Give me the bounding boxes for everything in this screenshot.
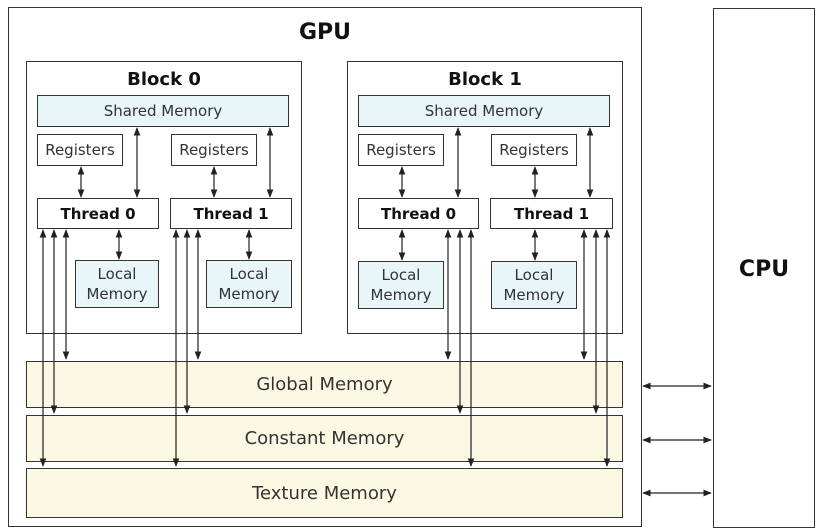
- local-memory-line2: Memory: [86, 285, 148, 303]
- cpu-container: [713, 8, 815, 528]
- block-0-title: Block 0: [127, 68, 201, 90]
- block-0-shared-memory: Shared Memory: [37, 95, 289, 127]
- local-memory-line2: Memory: [503, 286, 565, 304]
- block-0-thread-1-registers: Registers: [171, 134, 257, 166]
- block-1-thread-0-local-memory: Local Memory: [358, 261, 444, 309]
- constant-memory: Constant Memory: [26, 415, 623, 462]
- block-0-thread-1: Thread 1: [170, 198, 292, 229]
- block-0-thread-1-local-memory: Local Memory: [206, 260, 292, 308]
- block-1-thread-1-registers: Registers: [491, 134, 577, 166]
- block-1-title: Block 1: [448, 68, 522, 90]
- block-0-thread-0-registers: Registers: [37, 134, 123, 166]
- local-memory-line1: Local: [514, 266, 554, 284]
- block-1-thread-1: Thread 1: [490, 198, 613, 229]
- block-1-thread-1-local-memory: Local Memory: [491, 261, 577, 309]
- local-memory-line1: Local: [97, 265, 137, 283]
- local-memory-line2: Memory: [218, 285, 280, 303]
- local-memory-line1: Local: [229, 265, 269, 283]
- local-memory-line2: Memory: [370, 286, 432, 304]
- texture-memory: Texture Memory: [26, 468, 623, 518]
- gpu-title: GPU: [298, 19, 352, 45]
- block-1-shared-memory: Shared Memory: [358, 95, 610, 127]
- global-memory: Global Memory: [26, 361, 623, 408]
- block-0-thread-0-local-memory: Local Memory: [75, 260, 159, 308]
- block-1-thread-0: Thread 0: [358, 198, 479, 229]
- cpu-title: CPU: [738, 256, 790, 282]
- block-0-thread-0: Thread 0: [37, 198, 159, 229]
- block-1-thread-0-registers: Registers: [358, 134, 444, 166]
- local-memory-line1: Local: [381, 266, 421, 284]
